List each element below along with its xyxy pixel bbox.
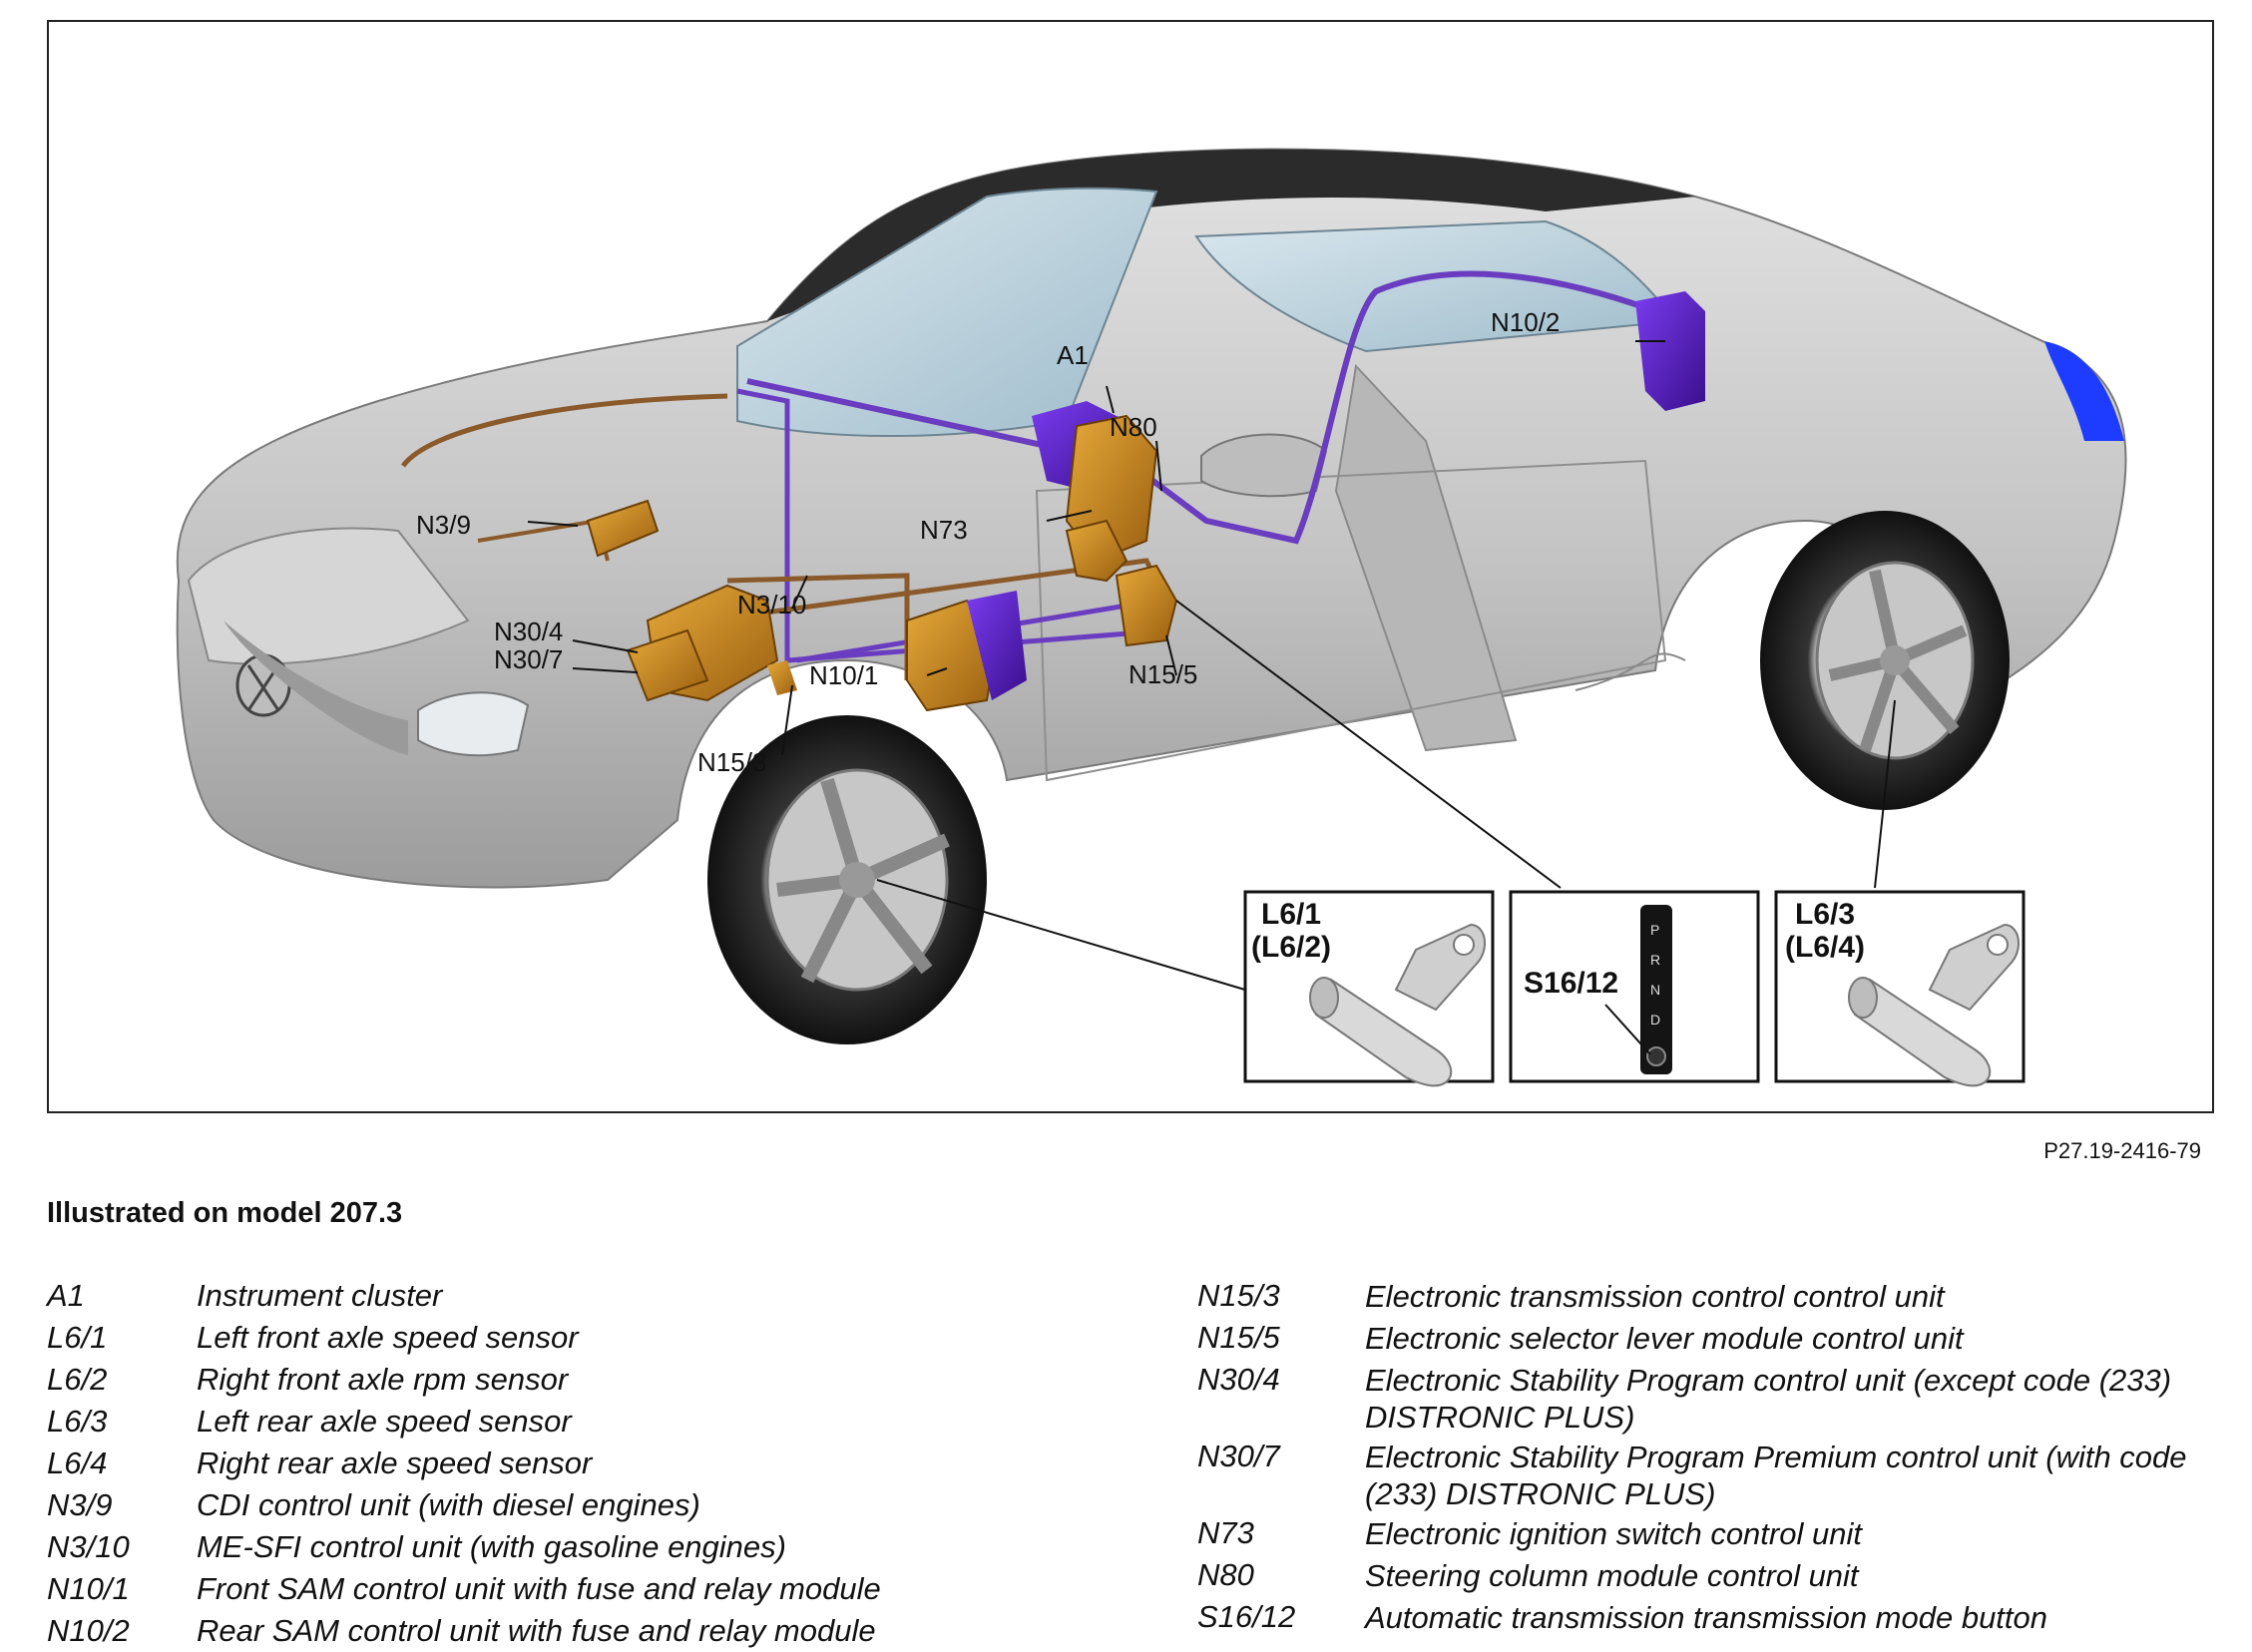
legend-code: N73	[1197, 1515, 1254, 1550]
legend-row: N15/5 Electronic selector lever module co…	[1197, 1317, 2195, 1359]
inset-label-l6-2: (L6/2)	[1251, 931, 1331, 964]
legend-code: N10/1	[47, 1571, 130, 1606]
inset-selector-lever: P R N D S16/12	[1509, 890, 1760, 1083]
legend-left: A1 Instrument cluster L6/1 Left front axle…	[47, 1275, 1164, 1652]
legend-row: N30/7 Electronic Stability Program Premiu…	[1197, 1436, 2195, 1512]
legend-row: S16/12 Automatic transmission transmissio…	[1197, 1596, 2195, 1638]
legend-desc: ME-SFI control unit (with gasoline engin…	[197, 1529, 786, 1564]
callout-a1: A1	[1057, 340, 1089, 370]
legend-desc: Electronic ignition switch control unit	[1365, 1516, 1862, 1551]
legend-code: N3/10	[47, 1529, 130, 1564]
speed-sensor-icon	[1309, 923, 1486, 1087]
legend-desc: Front SAM control unit with fuse and rel…	[197, 1571, 881, 1606]
callout-n80: N80	[1110, 412, 1157, 442]
legend-code: N30/4	[1197, 1362, 1280, 1397]
model-caption: Illustrated on model 207.3	[47, 1197, 403, 1229]
callout-n3-10: N3/10	[737, 590, 806, 620]
legend-desc: Instrument cluster	[197, 1278, 443, 1313]
inset-front-axle-sensor: L6/1 (L6/2)	[1243, 890, 1495, 1087]
legend-code: N10/2	[47, 1613, 130, 1648]
callout-n73: N73	[920, 515, 968, 545]
gate-d: D	[1650, 1012, 1660, 1028]
inset-label-s16-12: S16/12	[1524, 967, 1618, 1000]
legend-row: A1 Instrument cluster	[47, 1275, 1164, 1317]
callout-n15-5: N15/5	[1128, 659, 1197, 689]
control-units	[586, 291, 1705, 712]
legend-desc: Right front axle rpm sensor	[197, 1362, 569, 1397]
callout-labels: A1 N10/2 N80 N3/9 N73 N3/10 N30/4 N30/7 …	[416, 307, 1560, 777]
legend-code: L6/4	[47, 1446, 108, 1480]
figure-id: P27.19-2416-79	[2043, 1138, 2201, 1163]
inset-label-l6-1: L6/1	[1261, 898, 1321, 931]
vehicle-illustration: A1 N10/2 N80 N3/9 N73 N3/10 N30/4 N30/7 …	[176, 148, 2127, 1087]
legend-code: L6/3	[47, 1404, 108, 1439]
legend-code: L6/1	[47, 1320, 108, 1355]
car-body	[176, 148, 2127, 889]
legend-code: A1	[47, 1278, 85, 1313]
legend-code: L6/2	[47, 1362, 108, 1397]
legend-right: N15/3 Electronic transmission control con…	[1197, 1275, 2195, 1638]
speed-sensor-icon	[1848, 923, 2020, 1087]
legend-desc: Rear SAM control unit with fuse and rela…	[197, 1613, 876, 1648]
legend-row: L6/3 Left rear axle speed sensor	[47, 1401, 1164, 1443]
callout-n30-4: N30/4	[494, 617, 563, 646]
inset-label-l6-3: L6/3	[1795, 898, 1855, 931]
callout-n15-3: N15/3	[697, 747, 766, 777]
legend-row: N15/3 Electronic transmission control con…	[1197, 1275, 2195, 1317]
legend-desc: Left rear axle speed sensor	[197, 1404, 572, 1439]
inset-rear-axle-sensor: L6/3 (L6/4)	[1774, 890, 2026, 1087]
rear-wheel	[1760, 511, 2010, 810]
callout-n30-7: N30/7	[494, 644, 563, 674]
leader-lines	[527, 340, 1896, 995]
legend-code: N15/5	[1197, 1320, 1280, 1355]
legend-code: N30/7	[1197, 1439, 1280, 1473]
legend-desc: Steering column module control unit	[1365, 1558, 1859, 1593]
legend-row: L6/4 Right rear axle speed sensor	[47, 1443, 1164, 1484]
front-wheel	[707, 715, 987, 1044]
legend-row: N10/1 Front SAM control unit with fuse an…	[47, 1568, 1164, 1610]
legend-desc: Electronic transmission control control …	[1365, 1279, 1945, 1314]
callout-n3-9: N3/9	[416, 510, 471, 540]
legend-desc: CDI control unit (with diesel engines)	[197, 1487, 700, 1522]
legend-desc: Electronic Stability Program control uni…	[1365, 1363, 2172, 1435]
illustration-frame: A1 N10/2 N80 N3/9 N73 N3/10 N30/4 N30/7 …	[47, 20, 2214, 1113]
legend-code: N80	[1197, 1557, 1254, 1592]
legend-row: N3/10 ME-SFI control unit (with gasoline …	[47, 1526, 1164, 1568]
inset-label-l6-4: (L6/4)	[1785, 931, 1865, 964]
legend-code: N3/9	[47, 1487, 113, 1522]
legend-row: N30/4 Electronic Stability Program contro…	[1197, 1359, 2195, 1436]
gate-p: P	[1650, 922, 1659, 938]
callout-n10-2: N10/2	[1491, 307, 1560, 337]
gate-r: R	[1650, 952, 1660, 968]
legend-code: S16/12	[1197, 1599, 1296, 1634]
legend-row: N3/9 CDI control unit (with diesel engine…	[47, 1484, 1164, 1526]
legend-code: N15/3	[1197, 1278, 1280, 1313]
legend-row: L6/2 Right front axle rpm sensor	[47, 1359, 1164, 1401]
legend-desc: Automatic transmission transmission mode…	[1365, 1600, 2048, 1635]
legend-desc: Electronic selector lever module control…	[1365, 1321, 1964, 1356]
legend-desc: Left front axle speed sensor	[197, 1320, 579, 1355]
gate-n: N	[1650, 982, 1660, 998]
legend-desc: Electronic Stability Program Premium con…	[1365, 1440, 2187, 1511]
legend-row: L6/1 Left front axle speed sensor	[47, 1317, 1164, 1359]
selector-gate-icon: P R N D	[1640, 905, 1672, 1074]
legend-row: N10/2 Rear SAM control unit with fuse and…	[47, 1610, 1164, 1652]
legend-desc: Right rear axle speed sensor	[197, 1446, 593, 1480]
callout-n10-1: N10/1	[809, 660, 878, 690]
legend-row: N80 Steering column module control unit	[1197, 1554, 2195, 1596]
legend-row: N73 Electronic ignition switch control un…	[1197, 1512, 2195, 1554]
